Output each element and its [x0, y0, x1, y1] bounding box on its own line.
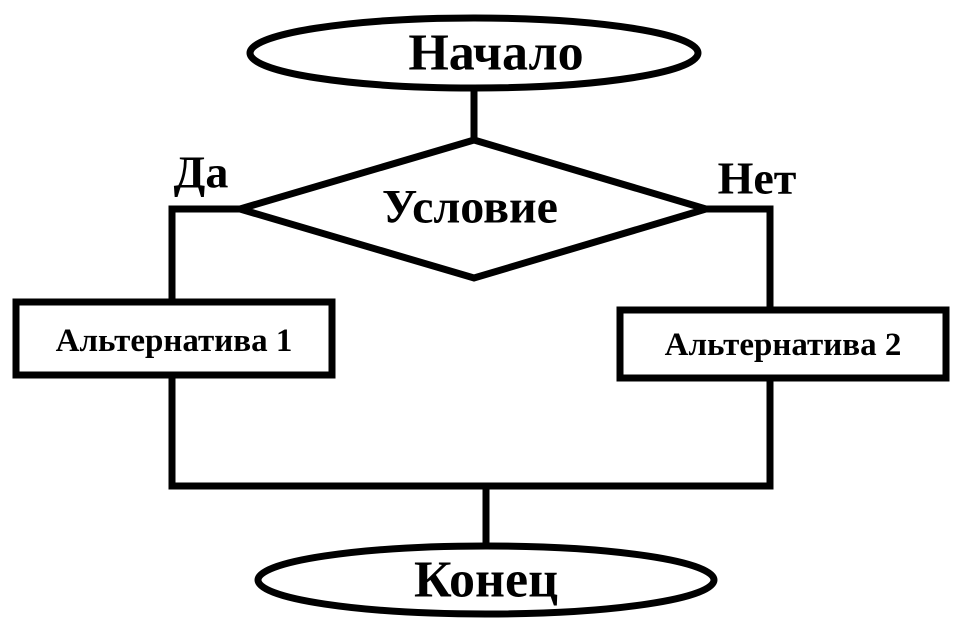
alternative-2-label: Альтернатива 2: [665, 327, 902, 363]
alternative-1-label: Альтернатива 1: [56, 323, 293, 359]
alternative-1-box: [12, 298, 336, 379]
condition-decision: [227, 136, 719, 282]
connector-yes-branch: [168, 205, 244, 306]
no-label: Нет: [718, 153, 797, 204]
start-terminal: [246, 14, 702, 92]
end-terminal: [254, 542, 718, 618]
start-label: Начало: [408, 25, 583, 82]
condition-label: Условие: [382, 181, 558, 234]
connector-alt1-to-merge: [168, 371, 490, 490]
connector-alt2-to-merge: [482, 374, 774, 490]
alternative-2-box: [616, 306, 950, 382]
yes-label: Да: [174, 147, 229, 198]
connector-no-branch: [702, 205, 774, 314]
end-label: Конец: [414, 552, 558, 609]
